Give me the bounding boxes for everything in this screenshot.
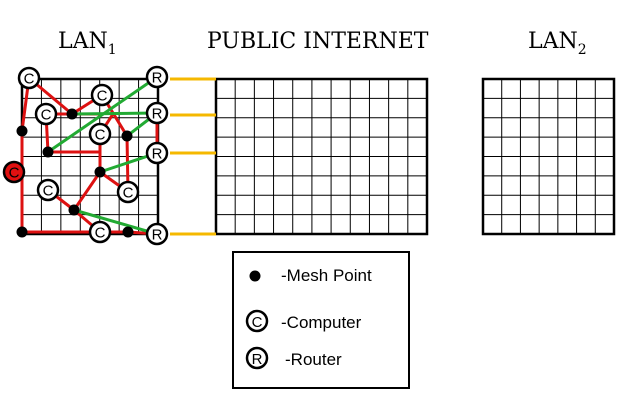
svg-text:C: C bbox=[24, 71, 35, 88]
lan1-title: LAN1 bbox=[58, 29, 117, 58]
computer-node-highlighted: C bbox=[2, 160, 26, 184]
mesh-point bbox=[121, 130, 133, 142]
svg-text:C: C bbox=[95, 225, 106, 242]
computer-node: C bbox=[88, 122, 112, 146]
mesh-point bbox=[42, 146, 54, 158]
router-node: R bbox=[145, 222, 169, 246]
mesh-point bbox=[16, 226, 28, 238]
svg-text:C: C bbox=[43, 183, 54, 200]
legend-mesh-point-label: -Mesh Point bbox=[281, 266, 372, 285]
router-node: R bbox=[145, 65, 169, 89]
mesh-point bbox=[122, 226, 134, 238]
svg-text:C: C bbox=[95, 127, 106, 144]
mesh-points bbox=[16, 108, 134, 238]
svg-text:C: C bbox=[9, 165, 20, 182]
router-node: R bbox=[145, 141, 169, 165]
legend-computer-icon: C bbox=[245, 309, 269, 333]
mesh-point bbox=[68, 204, 80, 216]
svg-text:C: C bbox=[41, 107, 52, 124]
router-internet-links bbox=[170, 77, 216, 236]
svg-text:C: C bbox=[252, 314, 263, 331]
legend-router-label: -Router bbox=[285, 350, 342, 369]
computer-node: C bbox=[36, 178, 60, 202]
mesh-point bbox=[94, 166, 106, 178]
computer-node: C bbox=[90, 83, 114, 107]
mesh-point bbox=[16, 125, 28, 137]
internet-title: PUBLIC INTERNET bbox=[207, 29, 429, 54]
computer-node: C bbox=[17, 66, 41, 90]
svg-text:R: R bbox=[152, 146, 163, 163]
svg-text:R: R bbox=[252, 351, 263, 368]
legend-router-icon: R bbox=[245, 346, 269, 370]
internet-grid bbox=[214, 77, 429, 236]
mesh-point bbox=[66, 108, 78, 120]
routers: R R R R bbox=[145, 65, 169, 246]
svg-text:C: C bbox=[123, 185, 134, 202]
legend-mesh-point-icon bbox=[249, 270, 261, 282]
router-node: R bbox=[145, 101, 169, 125]
svg-text:R: R bbox=[152, 70, 163, 87]
computers: C C C C C C C C bbox=[2, 66, 140, 244]
lan2-title: LAN2 bbox=[528, 29, 587, 58]
computer-node: C bbox=[34, 102, 58, 126]
computer-node: C bbox=[116, 180, 140, 204]
legend-computer-label: -Computer bbox=[281, 313, 362, 332]
legend: -Mesh Point C -Computer R -Router bbox=[232, 251, 410, 389]
computer-node: C bbox=[88, 220, 112, 244]
svg-text:R: R bbox=[152, 227, 163, 244]
svg-text:R: R bbox=[152, 106, 163, 123]
lan2-grid bbox=[481, 77, 616, 236]
svg-text:C: C bbox=[97, 88, 108, 105]
